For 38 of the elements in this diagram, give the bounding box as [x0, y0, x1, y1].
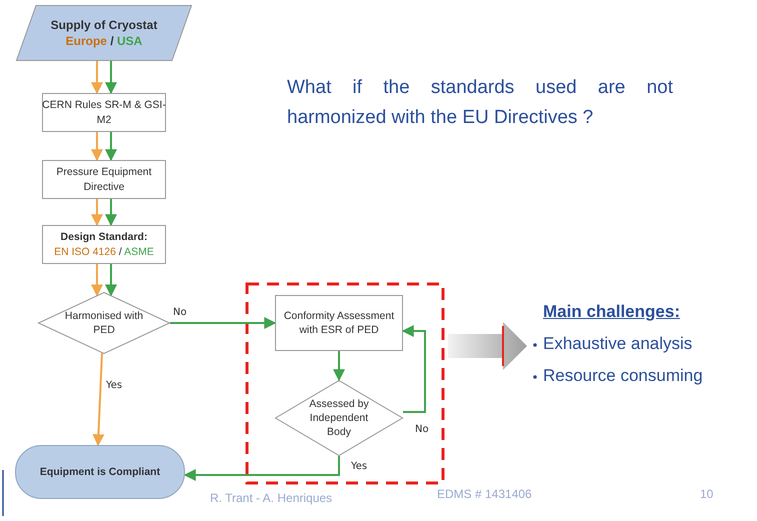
page-number: 10 [700, 487, 714, 501]
process-box [42, 160, 166, 199]
arrow [170, 317, 276, 329]
node-text: Pressure Equipment Directive [55, 165, 153, 194]
decision-diamond [275, 380, 403, 456]
question-text: What if the standards used are not harmonized with the EU Directives ? [287, 76, 673, 130]
terminal-box [15, 445, 185, 499]
bullet-item: Exhaustive analysis [543, 334, 692, 354]
node-subtext: Europe / USA [66, 33, 142, 50]
node-text: Assessed by Independent Body [308, 396, 370, 440]
node-text: Conformity Assessment with ESR of PED [282, 308, 396, 338]
process-box [275, 295, 403, 351]
arrow [91, 61, 103, 94]
arrow [402, 325, 426, 413]
arrow [333, 351, 345, 382]
arrow [105, 264, 117, 296]
heading: Main challenges: [543, 302, 680, 322]
arrow [91, 264, 103, 296]
arrow [91, 199, 103, 226]
process-box [42, 93, 166, 132]
node-text: Design Standard: [60, 230, 148, 244]
arrow [105, 199, 117, 226]
input-parallelogram [16, 5, 192, 61]
arrow [105, 132, 117, 162]
decision-diamond [38, 292, 170, 354]
node-text: CERN Rules SR-M & GSI-M2 [42, 98, 166, 127]
node-text: Equipment is Compliant [40, 464, 160, 480]
arrow [91, 132, 103, 162]
bullet-item: Resource consuming [543, 366, 703, 386]
node-text: Harmonised with PED [64, 308, 144, 338]
arrow [92, 353, 104, 446]
node-text: Supply of Cryostat [50, 16, 158, 33]
arrow [105, 61, 117, 94]
arrow [184, 456, 340, 481]
node-subtext: EN ISO 4126 / ASME [54, 244, 154, 259]
footer-text: R. Trant - A. Henriques [210, 491, 332, 505]
footer-text: EDMS # 1431406 [437, 487, 532, 501]
process-box [42, 225, 166, 264]
